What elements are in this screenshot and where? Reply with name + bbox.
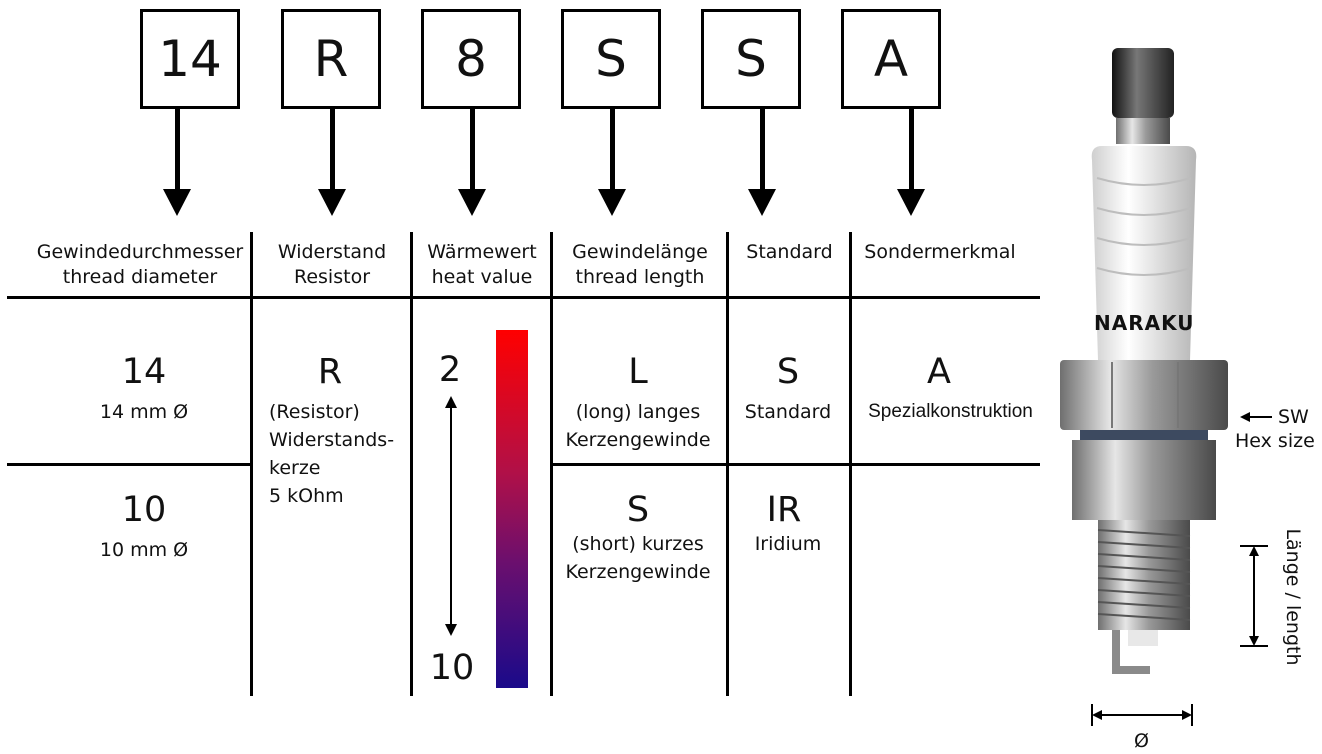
- header-de: Gewindedurchmesser: [36, 241, 244, 263]
- resistor-line: kerze: [269, 457, 321, 479]
- diameter-dimension-icon: [1091, 704, 1193, 726]
- diameter-code-10: 10: [121, 490, 167, 530]
- code-box-diameter: 14: [140, 9, 240, 109]
- standard-code-s: S: [776, 352, 800, 392]
- thread-length-code-long: L: [628, 352, 648, 392]
- column-divider: [726, 232, 729, 696]
- thread-length-desc-short: (short) kurzes Kerzengewinde: [552, 530, 724, 586]
- column-divider: [410, 232, 413, 696]
- header-en: Resistor: [294, 266, 370, 288]
- header-de: Sondermerkmal: [864, 241, 1016, 263]
- code-box-text: A: [873, 30, 909, 88]
- length-label: Länge / length: [1282, 528, 1304, 666]
- header-thread-length: Gewindelänge thread length: [552, 240, 728, 290]
- column-divider: [849, 232, 852, 696]
- row-divider-right: [551, 463, 1040, 466]
- code-box-text: 8: [455, 30, 487, 88]
- hex-size-label: Hex size: [1235, 430, 1315, 452]
- code-box-text: R: [313, 30, 349, 88]
- spark-plug-image: [1060, 48, 1228, 674]
- header-special: Sondermerkmal: [851, 240, 1029, 265]
- heat-gradient-bar: [496, 330, 528, 688]
- header-en: thread length: [575, 266, 705, 288]
- heat-value-top: 2: [438, 350, 462, 390]
- column-divider: [250, 232, 253, 696]
- header-en: thread diameter: [62, 266, 218, 288]
- resistor-line: 5 kOhm: [269, 485, 344, 507]
- thread-length-desc-long: (long) langes Kerzengewinde: [552, 398, 724, 454]
- header-de: Gewindelänge: [572, 241, 708, 263]
- header-heat: Wärmewert heat value: [412, 240, 552, 290]
- diameter-desc-10: 10 mm Ø: [99, 539, 189, 561]
- double-arrow-icon: [445, 396, 457, 636]
- header-resistor: Widerstand Resistor: [252, 240, 412, 290]
- header-en: heat value: [431, 266, 533, 288]
- plug-brand-text: NARAKU: [1094, 311, 1195, 335]
- code-box-special: A: [841, 9, 941, 109]
- standard-desc-s: Standard: [744, 401, 832, 423]
- header-de: Widerstand: [277, 241, 387, 263]
- heat-value-bottom: 10: [429, 648, 475, 688]
- resistor-line: (Resistor): [269, 401, 360, 423]
- header-diameter: Gewindedurchmesser thread diameter: [7, 240, 273, 290]
- special-desc: Spezialkonstruktion: [868, 401, 1033, 422]
- code-box-text: S: [595, 30, 627, 88]
- special-code: A: [927, 352, 951, 392]
- header-de: Standard: [746, 241, 833, 263]
- code-box-text: S: [735, 30, 767, 88]
- resistor-code: R: [317, 352, 343, 392]
- header-divider: [7, 296, 1040, 299]
- header-de: Wärmewert: [427, 241, 537, 263]
- thread-length-code-short: S: [626, 490, 650, 530]
- diameter-label: Ø: [1134, 730, 1149, 752]
- row-divider-left: [7, 463, 252, 466]
- thread-length-line: Kerzengewinde: [565, 561, 711, 583]
- code-box-heat: 8: [421, 9, 521, 109]
- diameter-code-14: 14: [121, 352, 167, 392]
- thread-length-line: Kerzengewinde: [565, 429, 711, 451]
- diameter-desc-14: 14 mm Ø: [99, 401, 189, 423]
- code-box-text: 14: [158, 30, 222, 88]
- code-box-resistor: R: [281, 9, 381, 109]
- thread-length-line: (long) langes: [575, 401, 701, 423]
- code-box-thread-length: S: [561, 9, 661, 109]
- standard-desc-ir: Iridium: [754, 533, 822, 555]
- code-box-standard: S: [701, 9, 801, 109]
- sw-label: SW: [1278, 406, 1309, 428]
- resistor-line: Widerstands-: [269, 429, 395, 451]
- standard-code-ir: IR: [766, 490, 802, 530]
- header-standard: Standard: [728, 240, 851, 265]
- left-arrow-icon: [1240, 412, 1272, 422]
- resistor-desc: (Resistor) Widerstands- kerze 5 kOhm: [269, 398, 409, 510]
- length-dimension-icon: [1240, 545, 1268, 647]
- column-divider: [550, 232, 553, 696]
- thread-length-line: (short) kurzes: [572, 533, 704, 555]
